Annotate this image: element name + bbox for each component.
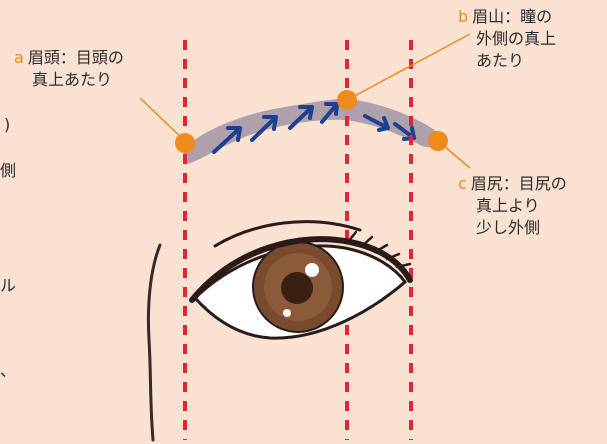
label-c-line3: 少し外側 [458, 217, 567, 239]
label-a-line1-text: 眉頭：目頭の [28, 48, 124, 67]
cut-text-4: 、 [0, 360, 16, 382]
point-b-brow-peak [337, 90, 357, 110]
eye-highlight-small [283, 309, 291, 317]
label-c-line2: 真上より [458, 195, 567, 217]
label-b-line3: あたり [458, 50, 556, 72]
pupil [281, 272, 313, 304]
label-b-line2: 外側の真上 [458, 28, 556, 50]
label-c-key: c [458, 174, 467, 193]
label-a-line2: 真上あたり [14, 69, 124, 91]
cut-text-2: 側 [0, 160, 16, 182]
label-b-key: b [458, 7, 468, 26]
eye-highlight-large [305, 263, 319, 277]
point-a-brow-head [175, 133, 195, 153]
label-a-key: a [14, 48, 24, 67]
cut-text-3: ル [0, 275, 16, 297]
label-b-line1-text: 眉山：瞳の [472, 7, 552, 26]
cut-text-1: ) [4, 114, 10, 136]
label-c-line1-text: 眉尻：目尻の [471, 174, 567, 193]
point-c-brow-tail [428, 131, 448, 151]
